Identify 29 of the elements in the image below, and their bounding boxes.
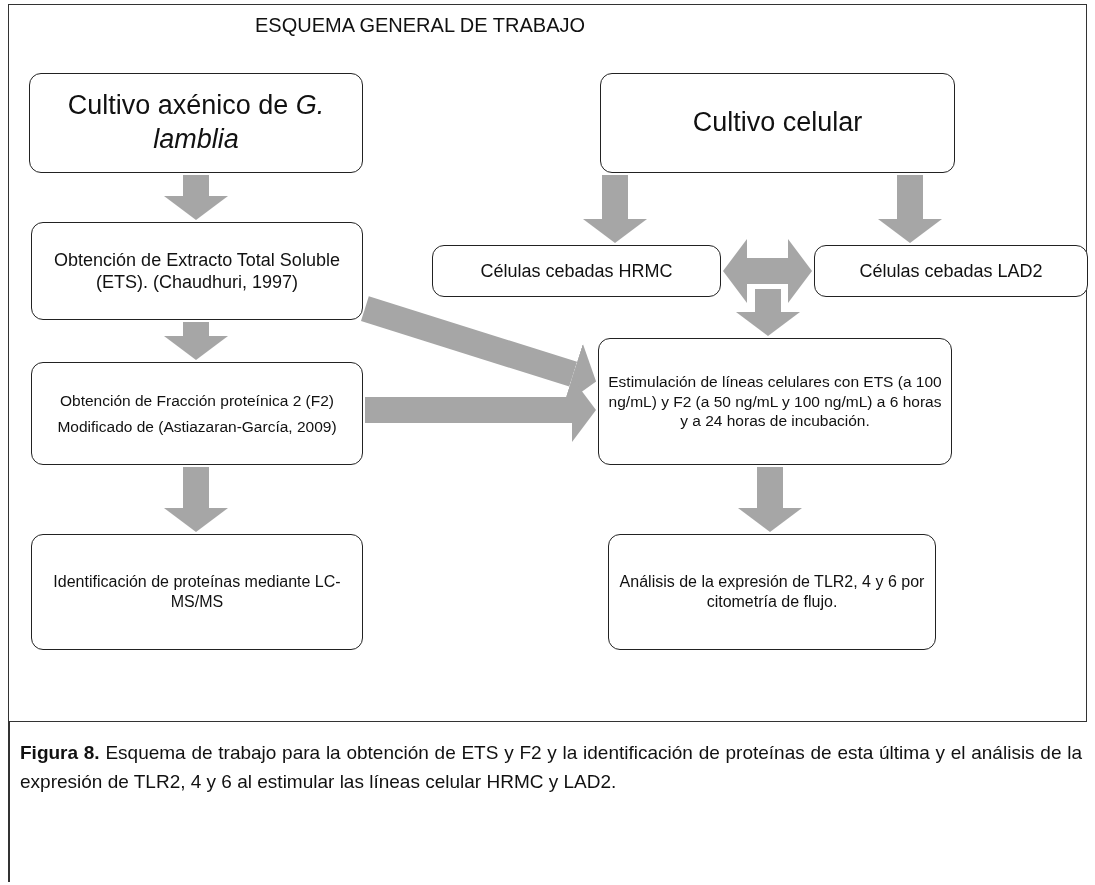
process-box [432,245,721,297]
figure-caption: Figura 8. Esquema de trabajo para la obtención de ETS y F2 y la identificación de proteínas de esta última y el análisis de la expresión de TLR2, 4 y 6 al estimular las líneas celular HRMC y LAD2. [20,741,1082,795]
node-text: Análisis de la expresión de TLR2, 4 y 6 por citometría de flujo. [618,572,926,612]
node-text: Obtención de Fracción proteínica 2 (F2) [60,391,334,411]
node-text: Modificado de (Astiazaran-García, 2009) [57,416,337,436]
node-text: Obtención de Extracto Total Soluble (ETS). (Chaudhuri, 1997) [53,248,341,294]
node-text: Identificación de proteínas mediante LC-MS/MS [52,572,342,612]
process-box [29,73,363,173]
diagram-title: ESQUEMA GENERAL DE TRABAJO [253,14,587,37]
node-text: Células cebadas LAD2 [859,259,1043,283]
block-arrow [736,289,800,336]
block-arrow [583,175,647,243]
block-arrow [164,467,228,532]
process-box [598,338,952,465]
process-box [814,245,1088,297]
process-box [31,534,363,650]
block-arrow [164,175,228,220]
block-arrow [723,239,812,303]
node-text: Células cebadas HRMC [480,259,673,283]
node-text: Cultivo axénico de G. lamblia [66,89,326,156]
block-arrow [164,322,228,360]
block-arrow [878,175,942,243]
process-box [31,362,363,465]
process-box [600,73,955,173]
process-box [31,222,363,320]
node-text: Estimulación de líneas celulares con ETS (a 100 ng/mL) y F2 (a 50 ng/mL y 100 ng/mL) a 6 horas y a 24 horas de incubación. [607,372,943,431]
node-text: Cultivo celular [692,106,863,140]
block-arrow [738,467,802,532]
process-box [608,534,936,650]
